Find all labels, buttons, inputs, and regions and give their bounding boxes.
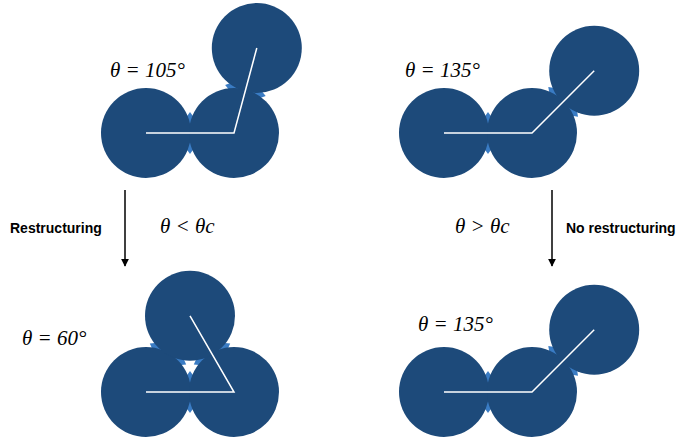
process-arrow (551, 190, 553, 266)
angle-label: θ = 105° (110, 58, 185, 83)
condition-label: θ > θc (455, 214, 510, 239)
bond-angle-line (444, 330, 594, 392)
angle-label: θ = 135° (418, 312, 493, 337)
process-arrow (124, 190, 126, 266)
process-label: Restructuring (10, 220, 102, 236)
condition-label: θ < θc (160, 214, 215, 239)
process-label: No restructuring (566, 220, 676, 236)
angle-label: θ = 60° (22, 326, 86, 351)
angle-label: θ = 135° (405, 58, 480, 83)
bond-angle-line (146, 316, 234, 392)
